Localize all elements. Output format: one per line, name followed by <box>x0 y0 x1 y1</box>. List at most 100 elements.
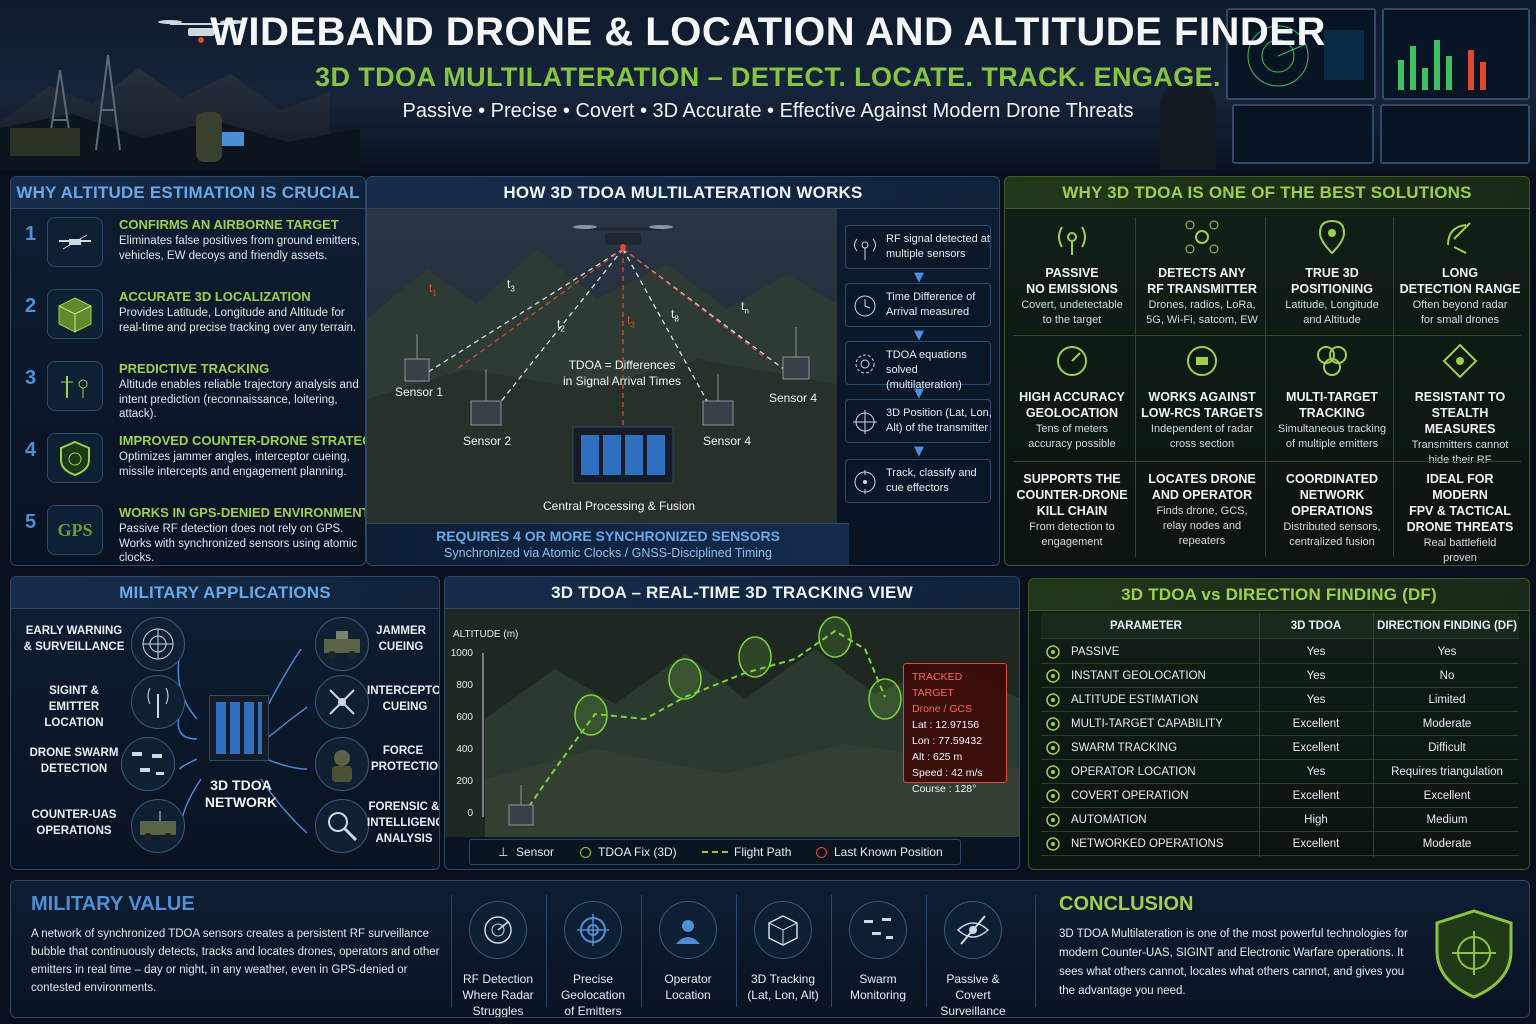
multi-target-icon <box>1046 717 1060 731</box>
tdoa-cell: High <box>1304 814 1328 826</box>
military-applications-panel: MILITARY APPLICATIONS 3D TDOA NETWORK EA… <box>10 576 440 870</box>
arrow-down-icon: ▼ <box>914 270 924 285</box>
terrain-lowland <box>485 744 1019 837</box>
vehicle-icon <box>131 799 185 853</box>
sensor-label-4: Sensor 4 <box>769 391 818 405</box>
divider <box>1035 895 1036 1007</box>
column-header-tdoa: 3D TDOA <box>1290 620 1342 632</box>
tracked-target-heading: TRACKED TARGET <box>912 671 963 699</box>
rf-signal-icon <box>854 238 876 260</box>
gps-icon: GPS <box>47 505 103 555</box>
divider <box>736 895 737 1007</box>
df-cell: Excellent <box>1423 790 1471 802</box>
military-truck-icon <box>10 128 80 156</box>
altitude-axis-label: ALTITUDE (m) <box>453 629 519 640</box>
legend-fix-icon <box>580 847 591 858</box>
solution-title: MULTI-TARGET TRACKING <box>1286 390 1378 420</box>
header-banner: WIDEBAND DRONE & LOCATION AND ALTITUDE F… <box>0 0 1536 170</box>
tracked-target-course: Course : 128° <box>912 783 977 795</box>
column-header-df: DIRECTION FINDING (DF) <box>1377 620 1517 632</box>
app-label-counter-uas: COUNTER-UAS OPERATIONS <box>31 809 117 837</box>
df-cell: Difficult <box>1428 742 1466 754</box>
arrow-down-icon: ▼ <box>914 386 924 401</box>
reason-title: WORKS IN GPS-DENIED ENVIRONMENTS <box>119 505 366 520</box>
clock-icon <box>854 295 876 317</box>
solution-title: HIGH ACCURACY GEOLOCATION <box>1019 390 1125 420</box>
drone-icon <box>47 217 103 267</box>
reason-desc: Altitude enables reliable trajectory ana… <box>119 379 359 420</box>
soldier-icon <box>315 737 369 791</box>
sensor-units <box>404 327 810 426</box>
military-value-text: A network of synchronized TDOA sensors c… <box>31 928 440 994</box>
value-item-label: Swarm Monitoring <box>849 972 907 1002</box>
value-item: Swarm Monitoring <box>831 901 925 1003</box>
solution-title: IDEAL FOR MODERN FPV & TACTICAL DRONE TH… <box>1406 472 1514 534</box>
reason-desc: Provides Latitude, Longitude and Altitud… <box>119 307 357 334</box>
solution-desc: Tens of meters accuracy possible <box>1028 423 1116 450</box>
signal-paths-red <box>456 248 768 449</box>
how-it-works-title: HOW 3D TDOA MULTILATERATION WORKS <box>367 177 999 209</box>
grid-divider <box>1135 217 1136 557</box>
tdoa-diagram <box>367 209 837 529</box>
tdoa-cell: Yes <box>1306 766 1326 778</box>
geolocation-icon <box>1046 669 1060 683</box>
df-cell: No <box>1439 670 1455 682</box>
accuracy-dial-icon <box>1057 346 1087 376</box>
reason-number: 3 <box>25 367 37 389</box>
tdoa-cell: Excellent <box>1292 718 1340 730</box>
reason-number: 4 <box>25 439 37 461</box>
divider <box>831 895 832 1007</box>
why-altitude-panel: WHY ALTITUDE ESTIMATION IS CRUCIAL 1 CON… <box>10 176 366 566</box>
tracking-sensor-icon <box>508 785 534 826</box>
tracked-target-alt: Alt : 625 m <box>912 751 963 763</box>
solution-title: PASSIVE NO EMISSIONS <box>1026 266 1118 296</box>
app-label-drone-swarm: DRONE SWARM DETECTION <box>29 747 119 775</box>
why-best-title: WHY 3D TDOA IS ONE OF THE BEST SOLUTIONS <box>1005 177 1529 209</box>
y-tick: 0 <box>467 808 473 819</box>
y-tick: 400 <box>456 744 473 755</box>
df-cell: Yes <box>1437 646 1457 658</box>
header-drone-icon <box>158 20 244 43</box>
military-value-title: MILITARY VALUE <box>31 893 195 915</box>
solution-desc: From detection to engagement <box>1029 521 1115 548</box>
value-item-label: Precise Geolocation of Emitters <box>560 972 626 1018</box>
solution-desc: Independent of radar cross section <box>1150 423 1254 450</box>
tdoa-cell: Excellent <box>1292 742 1340 754</box>
y-tick: 600 <box>456 712 473 723</box>
altitude-reason-4: 4 IMPROVED COUNTER-DRONE STRATEGIES Opti… <box>25 433 365 499</box>
reason-desc: Eliminates false positives from ground e… <box>119 235 360 262</box>
step-text: Time Difference of Arrival measured <box>886 291 976 318</box>
network-hub-icon <box>209 695 269 761</box>
param-cell: NETWORKED OPERATIONS <box>1071 838 1224 850</box>
shield-icon <box>47 433 103 483</box>
altitude-reason-5: 5 GPS WORKS IN GPS-DENIED ENVIRONMENTS P… <box>25 505 365 565</box>
track-target-icon <box>854 470 876 494</box>
param-cell: AUTOMATION <box>1071 814 1147 826</box>
solution-desc: Real battlefield proven <box>1423 537 1497 564</box>
divider <box>926 895 927 1007</box>
tablet-icon <box>222 132 244 146</box>
divider <box>641 895 642 1007</box>
tracked-target-card: TRACKED TARGET Drone / GCS Lat : 12.9715… <box>903 663 1007 795</box>
central-processing-label: Central Processing & Fusion <box>543 499 696 513</box>
reason-title: CONFIRMS AN AIRBORNE TARGET <box>119 217 339 232</box>
shield-emblem-icon <box>1435 909 1513 999</box>
legend-sensor: Sensor <box>516 845 555 859</box>
covert-icon <box>1046 789 1060 803</box>
solution-desc: Simultaneous tracking of multiple emitte… <box>1277 423 1387 450</box>
comparison-title: 3D TDOA vs DIRECTION FINDING (DF) <box>1029 579 1529 611</box>
diagram-drone-icon <box>573 225 673 250</box>
process-step-2: Time Difference of Arrival measured <box>845 283 991 327</box>
solution-title: DETECTS ANY RF TRANSMITTER <box>1147 266 1257 296</box>
altitude-reason-1: 1 CONFIRMS AN AIRBORNE TARGET Eliminates… <box>25 217 365 283</box>
automation-gear-icon <box>1046 813 1060 827</box>
solution-title: WORKS AGAINST LOW-RCS TARGETS <box>1141 390 1263 420</box>
grid-divider <box>1265 217 1266 557</box>
df-cell: Requires triangulation <box>1391 766 1503 778</box>
table-header-row: PARAMETER 3D TDOA DIRECTION FINDING (DF) <box>1041 613 1519 639</box>
